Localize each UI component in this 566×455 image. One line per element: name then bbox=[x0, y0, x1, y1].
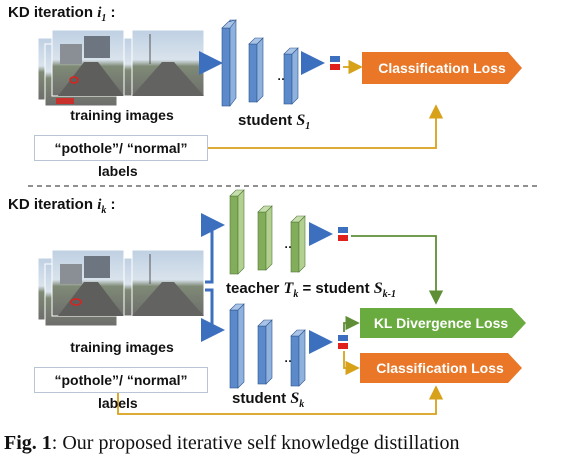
kl-divergence-loss-label: KL Divergence Loss bbox=[374, 315, 509, 331]
classification-loss-bottom bbox=[360, 353, 522, 383]
output-vector-teacher bbox=[338, 227, 348, 241]
student-label-top: student S1 bbox=[238, 112, 311, 132]
labels-caption-bottom: labels bbox=[98, 395, 138, 411]
classification-loss-top bbox=[362, 52, 522, 84]
labels-caption-top: labels bbox=[98, 163, 138, 179]
figure-caption-text: : Our proposed iterative self knowledge … bbox=[51, 432, 460, 454]
output-vector-student-bottom bbox=[338, 335, 348, 349]
kd-iteration-heading-bottom: KD iteration ik : bbox=[8, 196, 116, 216]
arrow-student-output-to-kl bbox=[343, 315, 360, 332]
student-network-bottom: … bbox=[229, 303, 306, 389]
arrow-student-output-to-class-loss bbox=[343, 351, 360, 376]
arrow-images-to-teacher bbox=[201, 213, 225, 284]
kl-divergence-loss bbox=[360, 308, 526, 338]
figure-caption: Fig. 1: Our proposed iterative self know… bbox=[4, 432, 459, 455]
student-network-top: … bbox=[221, 19, 299, 107]
classification-loss-top-label: Classification Loss bbox=[378, 60, 506, 76]
figure-number: Fig. 1 bbox=[4, 432, 52, 454]
student-label-bottom: student Sk bbox=[232, 390, 305, 410]
teacher-network: … bbox=[229, 189, 306, 275]
training-images-label-bottom: training images bbox=[70, 339, 174, 355]
teacher-label: teacher Tk = student Sk-1 bbox=[226, 280, 397, 300]
output-vector-top bbox=[330, 56, 340, 70]
arrow-labels-to-class-loss-bottom bbox=[117, 385, 444, 415]
labels-box-top: “pothole”/ “normal” bbox=[34, 135, 208, 161]
arrow-labels-to-class-loss-top bbox=[207, 104, 444, 149]
arrow-teacher-output-to-kl bbox=[351, 235, 444, 305]
training-images-label-top: training images bbox=[70, 107, 174, 123]
training-image-stack-bottom bbox=[37, 249, 205, 327]
classification-loss-bottom-label: Classification Loss bbox=[376, 360, 504, 376]
training-image-stack-top bbox=[37, 29, 205, 107]
arrow-images-to-student-bottom bbox=[201, 288, 225, 342]
kd-iteration-heading-top: KD iteration i1 : bbox=[8, 4, 116, 24]
labels-box-bottom: “pothole”/ “normal” bbox=[34, 367, 208, 393]
